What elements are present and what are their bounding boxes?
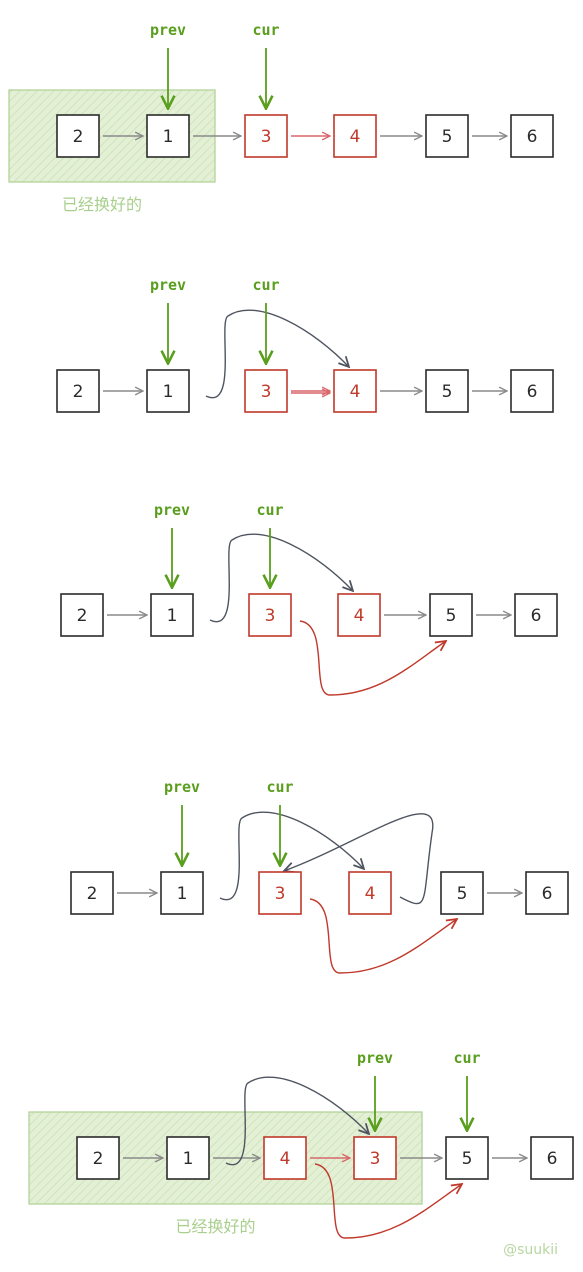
list-node-value: 4 — [280, 1149, 291, 1169]
pointer-label-prev: prev — [357, 1049, 393, 1067]
3-to-5-curve-arrow — [314, 1163, 462, 1239]
list-node-value: 2 — [87, 884, 98, 904]
pointer-label-prev: prev — [154, 501, 190, 519]
pointer-label-cur: cur — [453, 1049, 480, 1067]
list-node-value: 4 — [354, 606, 365, 626]
list-node-box — [337, 593, 381, 637]
list-node-value: 6 — [527, 382, 538, 402]
list-node-box — [333, 114, 377, 158]
pointer-label-prev: prev — [164, 778, 200, 796]
list-node-value: 2 — [73, 127, 84, 147]
list-node-value: 3 — [265, 606, 276, 626]
list-node-box — [166, 1136, 210, 1180]
list-node-box — [56, 369, 100, 413]
list-node-box — [445, 1136, 489, 1180]
list-node-box — [333, 369, 377, 413]
list-node-box — [510, 114, 554, 158]
list-node-value: 6 — [531, 606, 542, 626]
pointer-label-prev: prev — [150, 21, 186, 39]
completed-region-label: 已经换好的 — [62, 195, 142, 214]
list-node-box — [244, 369, 288, 413]
list-node-box — [160, 871, 204, 915]
pointer-label-cur: cur — [252, 21, 279, 39]
list-node-box — [146, 114, 190, 158]
list-node-value: 5 — [442, 382, 453, 402]
3-to-5-curve-arrow — [299, 620, 446, 696]
3-to-5-curve-arrow — [309, 898, 457, 974]
list-node-box — [60, 593, 104, 637]
list-node-box — [514, 593, 558, 637]
list-node-box — [76, 1136, 120, 1180]
list-node-value: 3 — [261, 382, 272, 402]
step-1: 已经换好的 2 1 3 4 5 6 prev cur — [8, 21, 554, 214]
step-5: 已经换好的 2 1 4 3 5 6 prev cur — [28, 1049, 574, 1239]
list-node-value: 3 — [261, 127, 272, 147]
completed-region-label: 已经换好的 — [175, 1217, 255, 1236]
list-node-box — [146, 369, 190, 413]
list-node-value: 5 — [462, 1149, 473, 1169]
list-node-box — [510, 369, 554, 413]
pointer-label-prev: prev — [150, 276, 186, 294]
list-node-value: 5 — [457, 884, 468, 904]
list-node-box — [425, 369, 469, 413]
list-node-value: 1 — [163, 127, 174, 147]
step-2: 2 1 3 4 5 6 prev cur — [56, 276, 554, 413]
list-node-value: 1 — [183, 1149, 194, 1169]
list-node-box — [70, 871, 114, 915]
list-node-box — [525, 871, 569, 915]
list-node-value: 2 — [73, 382, 84, 402]
list-node-value: 2 — [77, 606, 88, 626]
prev-to-4-curve-arrow — [219, 811, 364, 901]
list-node-value: 1 — [177, 884, 188, 904]
pointer-label-cur: cur — [252, 276, 279, 294]
list-node-box — [425, 114, 469, 158]
prev-to-4-curve-arrow — [225, 1076, 369, 1166]
4-to-3-curve-arrow — [284, 813, 434, 905]
list-node-value: 4 — [365, 884, 376, 904]
list-node-box — [348, 871, 392, 915]
list-node-box — [248, 593, 292, 637]
list-node-value: 6 — [542, 884, 553, 904]
list-node-box — [56, 114, 100, 158]
step-3: 2 1 3 4 5 6 prev cur — [60, 501, 558, 696]
prev-to-4-curve-arrow — [205, 309, 349, 399]
list-node-box — [429, 593, 473, 637]
list-node-value: 4 — [350, 382, 361, 402]
pointer-label-cur: cur — [256, 501, 283, 519]
list-node-value: 6 — [547, 1149, 558, 1169]
list-node-box — [244, 114, 288, 158]
list-node-value: 4 — [350, 127, 361, 147]
author-signature: @suukii — [503, 1242, 558, 1258]
list-node-box — [263, 1136, 307, 1180]
list-node-box — [440, 871, 484, 915]
list-node-value: 6 — [527, 127, 538, 147]
list-node-value: 1 — [167, 606, 178, 626]
pointer-label-cur: cur — [266, 778, 293, 796]
list-node-value: 5 — [446, 606, 457, 626]
list-node-value: 5 — [442, 127, 453, 147]
list-node-value: 2 — [93, 1149, 104, 1169]
list-node-box — [150, 593, 194, 637]
list-node-box — [258, 871, 302, 915]
list-node-value: 1 — [163, 382, 174, 402]
prev-to-4-curve-arrow — [209, 533, 353, 623]
list-node-box — [353, 1136, 397, 1180]
list-node-box — [530, 1136, 574, 1180]
step-4: 2 1 3 4 5 6 prev cur — [70, 778, 569, 974]
list-node-value: 3 — [275, 884, 286, 904]
list-node-value: 3 — [370, 1149, 381, 1169]
